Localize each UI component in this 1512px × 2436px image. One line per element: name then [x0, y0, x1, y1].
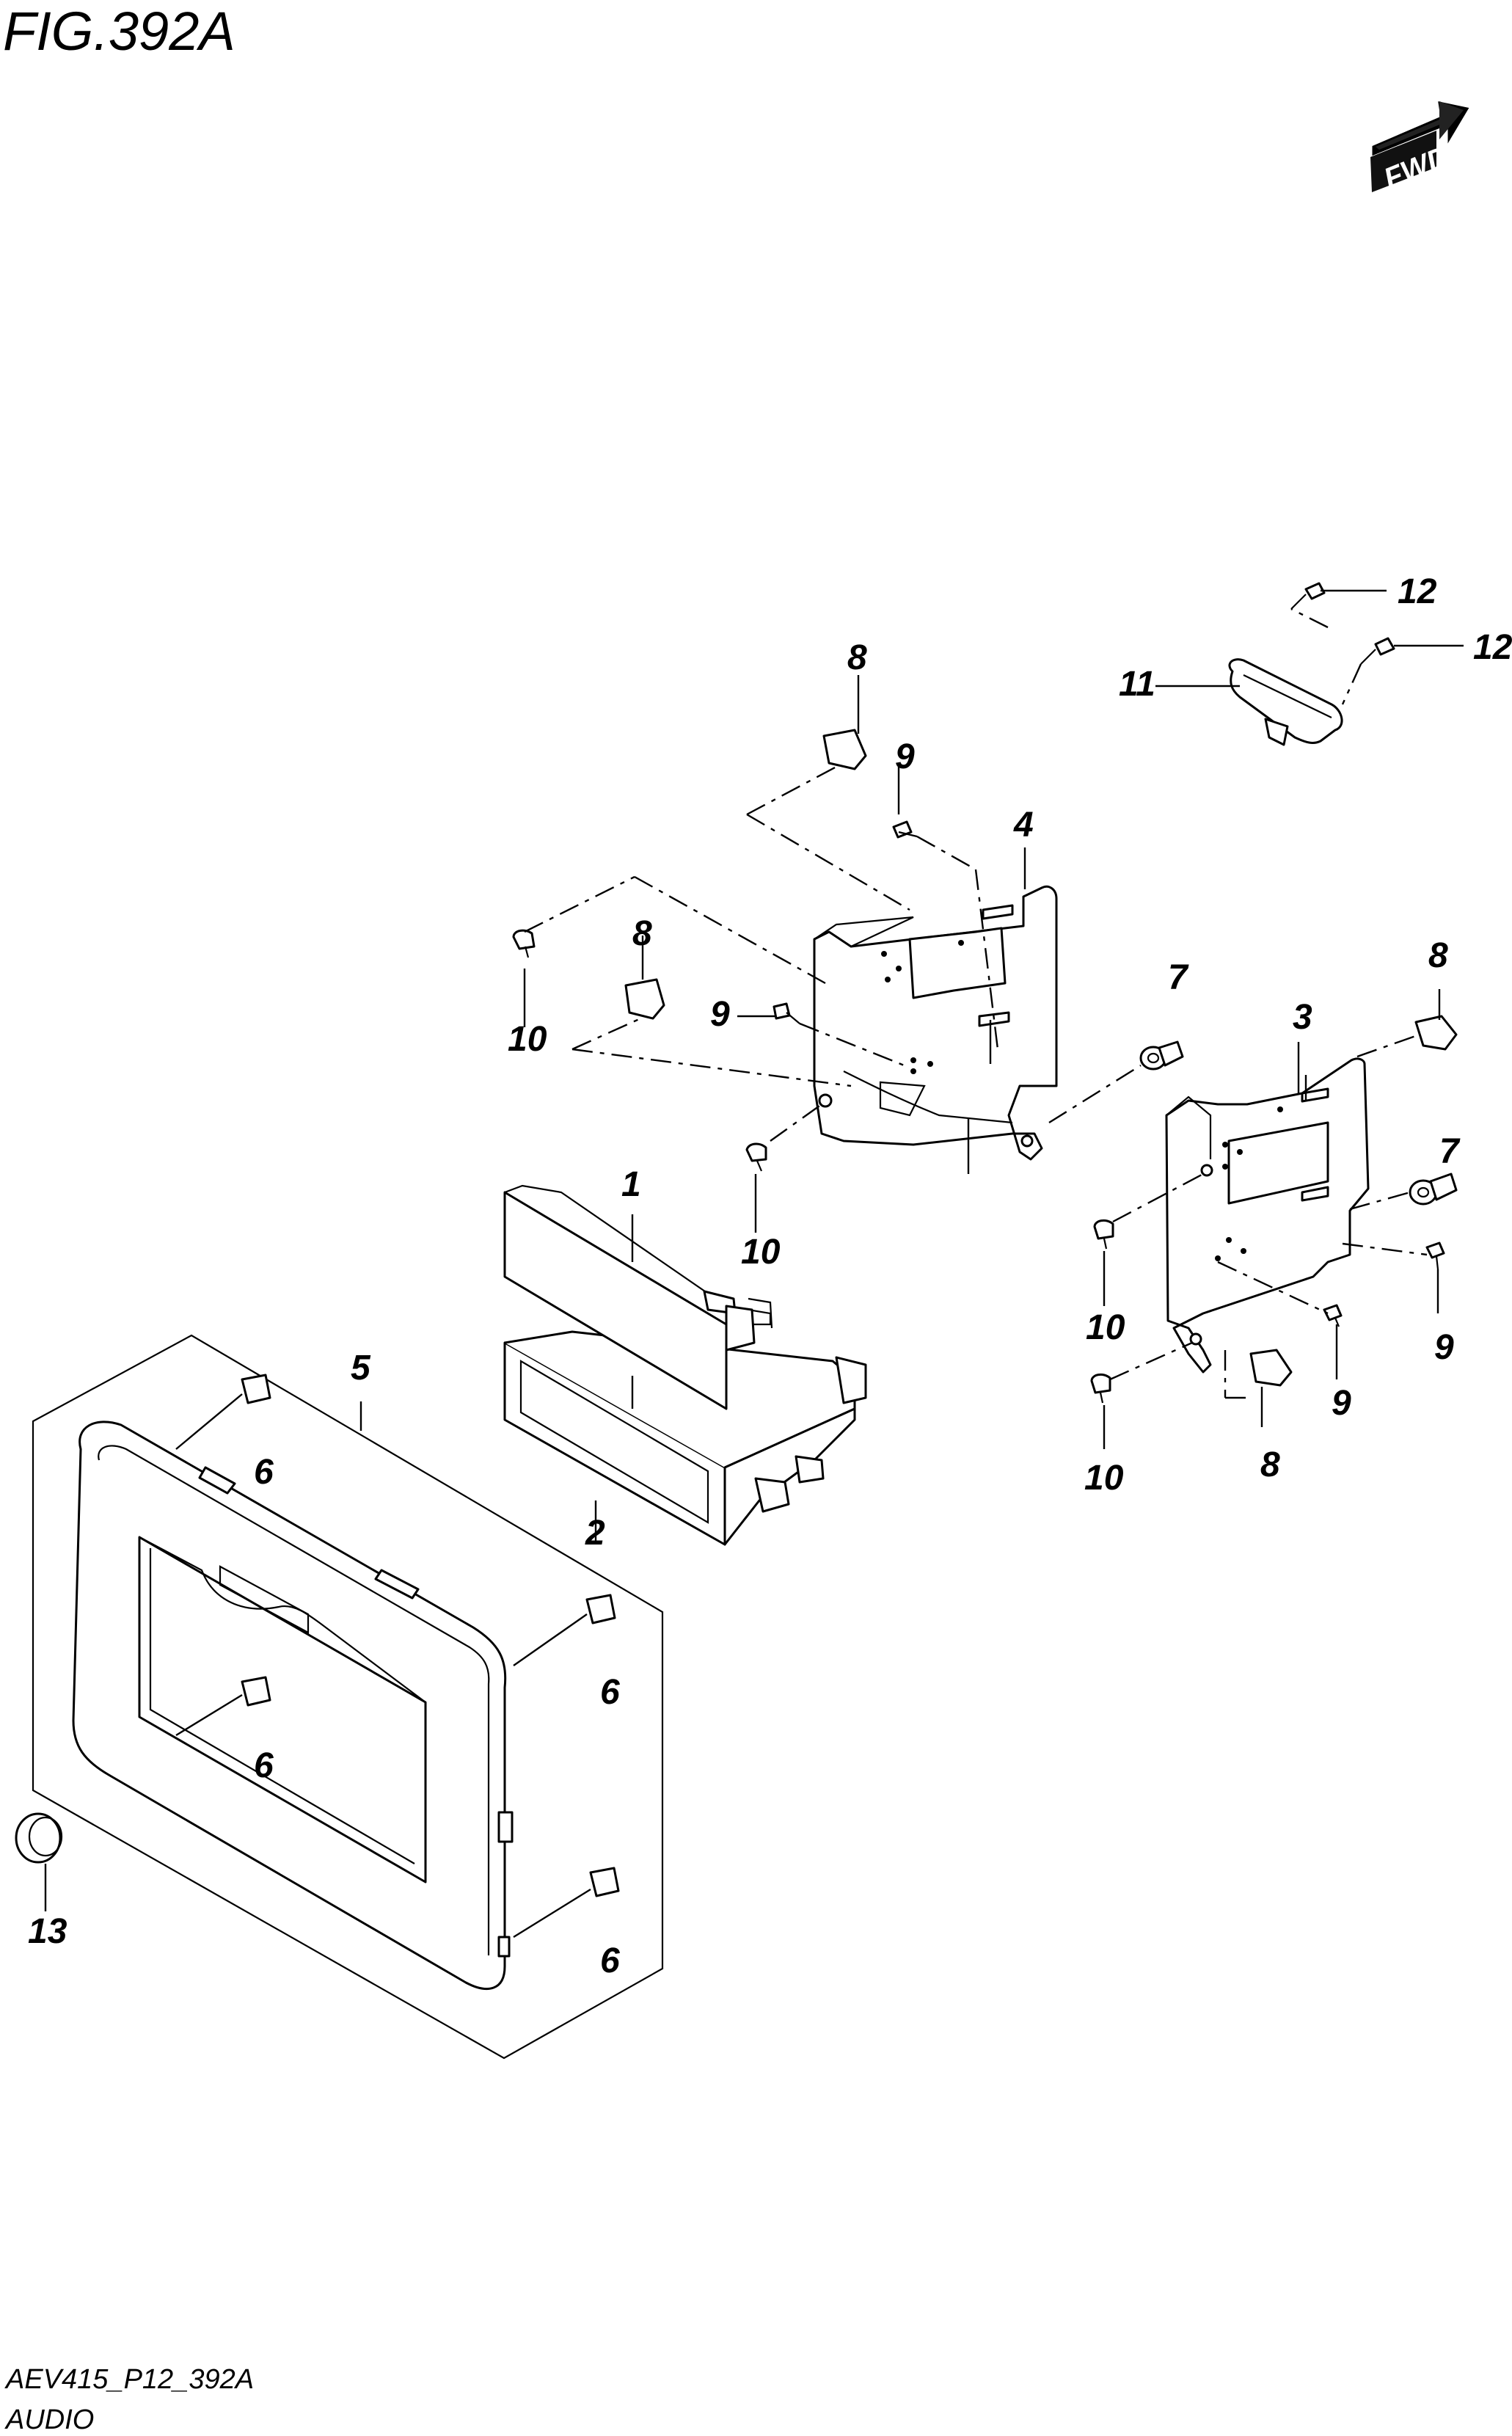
callout-13: 13 — [28, 1912, 67, 1951]
callout-8b: 8 — [632, 914, 652, 953]
callout-9c: 9 — [1434, 1328, 1454, 1367]
callout-9b: 9 — [710, 995, 730, 1034]
screw-icon — [512, 582, 1445, 1404]
clip-icon — [241, 729, 1458, 1897]
section-name: AUDIO — [4, 2404, 94, 2435]
grommet-icon — [15, 1812, 63, 1864]
callout-12b: 12 — [1473, 628, 1512, 667]
callout-4: 4 — [1013, 806, 1034, 845]
callout-6a: 6 — [254, 1453, 274, 1492]
nut-icon — [1139, 1040, 1458, 1206]
callout-11: 11 — [1119, 665, 1155, 704]
callout-6d: 6 — [600, 1941, 620, 1980]
callout-10b: 10 — [741, 1233, 781, 1272]
part-4-bracket — [813, 885, 1058, 1161]
callout-labels: 1 2 3 4 5 6 6 6 6 7 7 8 8 8 8 9 9 9 9 10… — [28, 572, 1512, 1980]
callout-1: 1 — [621, 1165, 641, 1204]
callout-8c: 8 — [1428, 936, 1448, 975]
part-1-lid — [503, 1184, 773, 1410]
callout-3: 3 — [1293, 998, 1312, 1037]
part-2-pocket — [503, 1330, 867, 1546]
part-11-block — [1228, 658, 1343, 746]
callout-10c: 10 — [1086, 1308, 1125, 1347]
callout-2: 2 — [585, 1514, 605, 1553]
callout-10d: 10 — [1084, 1459, 1124, 1498]
callout-12a: 12 — [1398, 572, 1437, 611]
part-3-bracket — [1165, 1057, 1370, 1374]
callout-6c: 6 — [254, 1746, 274, 1785]
leader-lines — [44, 589, 1464, 1939]
callout-7b: 7 — [1439, 1132, 1461, 1171]
callout-7a: 7 — [1168, 958, 1189, 997]
callout-5: 5 — [351, 1349, 371, 1387]
part-5-bezel — [32, 1334, 664, 2060]
figure-title: FIG.392A — [3, 1, 235, 62]
callout-8a: 8 — [847, 638, 867, 677]
callout-9d: 9 — [1332, 1384, 1351, 1423]
callout-10a: 10 — [508, 1020, 547, 1059]
diagram-code: AEV415_P12_392A — [4, 2364, 254, 2395]
callout-6b: 6 — [600, 1673, 620, 1712]
callout-9a: 9 — [895, 737, 915, 776]
fwd-arrow-icon: FWD — [1370, 101, 1469, 195]
callout-8d: 8 — [1260, 1445, 1280, 1484]
